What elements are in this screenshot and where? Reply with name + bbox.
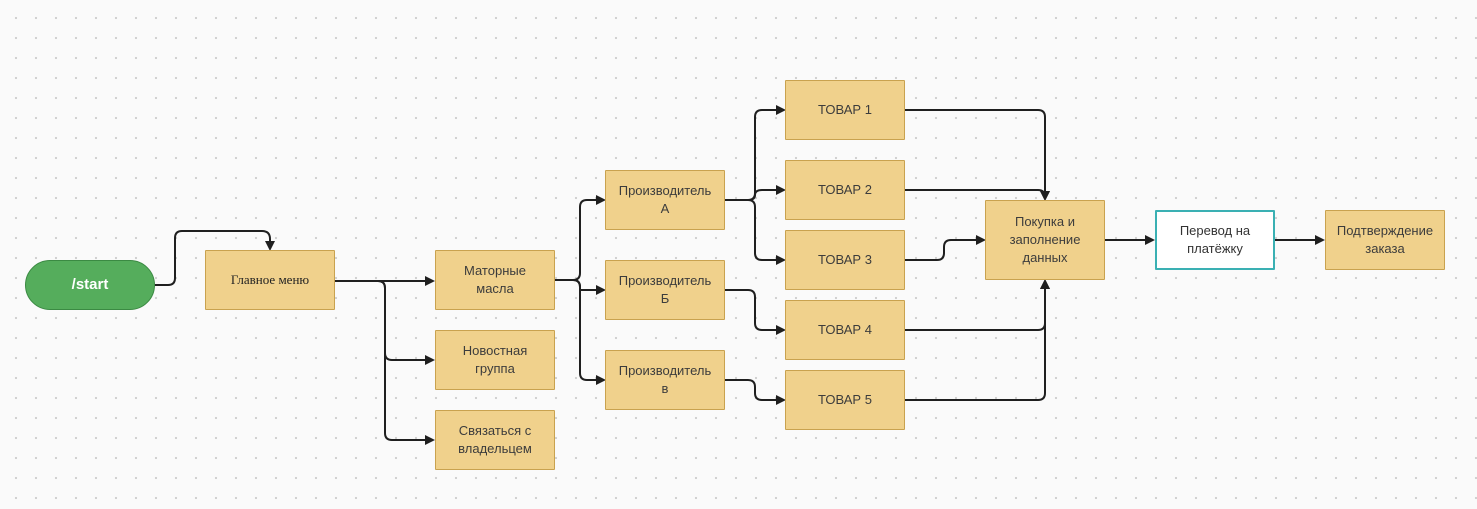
item-4-label: ТОВАР 4 [818,322,872,337]
edge-item3-to-purchase [905,235,986,261]
main-menu-label: Главное меню [230,272,310,287]
contact-owner-node[interactable]: Связаться с владельцем [435,410,555,470]
news-group-label: Новостная группа [462,343,528,376]
maker-b-node[interactable]: Производитель Б [605,260,725,320]
item-2-label: ТОВАР 2 [818,182,872,197]
maker-a-node[interactable]: Производитель А [605,170,725,230]
start-node[interactable]: /start [25,260,155,310]
item-2-node[interactable]: ТОВАР 2 [785,160,905,220]
news-group-node[interactable]: Новостная группа [435,330,555,390]
purchase-node[interactable]: Покупка и заполнение данных [985,200,1105,280]
edge-start-to-main-menu [155,230,275,286]
confirm-order-node[interactable]: Подтверждение заказа [1325,210,1445,270]
edge-item1-to-purchase [905,109,1050,201]
item-1-label: ТОВАР 1 [818,102,872,117]
item-3-node[interactable]: ТОВАР 3 [785,230,905,290]
maker-b-label: Производитель Б [618,273,712,306]
edge-maker-a-to-item3 [725,199,786,265]
contact-owner-label: Связаться с владельцем [458,423,532,456]
confirm-order-label: Подтверждение заказа [1336,223,1434,256]
edge-item4-to-purchase [905,279,1050,331]
motor-oils-node[interactable]: Маторные масла [435,250,555,310]
edge-main-menu-to-contact-owner [335,280,435,445]
edge-maker-a-to-item1 [725,105,786,201]
edge-item5-to-purchase [905,279,1050,401]
maker-v-label: Производитель в [618,363,712,396]
payment-label: Перевод на платёжку [1179,223,1251,256]
edge-maker-v-to-item5 [725,379,786,405]
item-4-node[interactable]: ТОВАР 4 [785,300,905,360]
maker-a-label: Производитель А [618,183,712,216]
item-1-node[interactable]: ТОВАР 1 [785,80,905,140]
item-5-node[interactable]: ТОВАР 5 [785,370,905,430]
item-3-label: ТОВАР 3 [818,252,872,267]
start-node-label: /start [71,276,109,293]
edge-maker-b-to-item4 [725,289,786,335]
payment-node[interactable]: Перевод на платёжку [1155,210,1275,270]
main-menu-node[interactable]: Главное меню [205,250,335,310]
edge-motor-oils-to-maker-v [555,279,606,385]
edge-item2-to-purchase [905,189,1050,201]
maker-v-node[interactable]: Производитель в [605,350,725,410]
item-5-label: ТОВАР 5 [818,392,872,407]
motor-oils-label: Маторные масла [464,263,526,296]
edge-motor-oils-to-maker-a [555,195,606,281]
purchase-label: Покупка и заполнение данных [1009,214,1081,265]
